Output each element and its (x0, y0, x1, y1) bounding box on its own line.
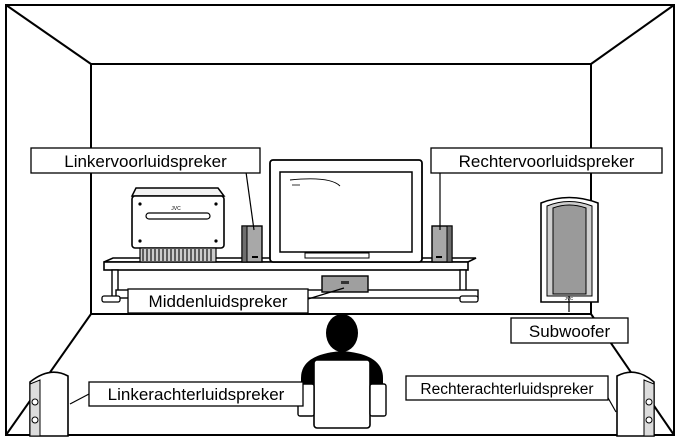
label-front-left-text: Linkervoorluidspreker (64, 152, 227, 171)
label-subwoofer: Subwoofer (510, 317, 629, 344)
label-center-text: Middenluidspreker (149, 292, 288, 311)
subwoofer-speaker: JVC (540, 196, 599, 303)
front-right-speaker (431, 225, 453, 263)
outer-frame (5, 4, 675, 436)
listener (297, 314, 387, 429)
label-rear-left: Linkerachterluidspreker (88, 381, 304, 407)
label-rear-left-text: Linkerachterluidspreker (108, 385, 285, 404)
television (269, 159, 423, 263)
back-wall (90, 63, 592, 315)
label-front-left: Linkervoorluidspreker (30, 147, 261, 174)
center-speaker (321, 275, 369, 293)
chair-back (313, 359, 371, 429)
label-subwoofer-text: Subwoofer (529, 322, 611, 341)
label-rear-right-text: Rechterachterluidspreker (420, 381, 593, 398)
label-front-right: Rechtervoorluidspreker (430, 147, 663, 174)
ceiling-edge-left (5, 4, 92, 65)
leader-lines (69, 171, 617, 413)
label-center: Middenluidspreker (127, 288, 309, 314)
receiver-logo: JVC (171, 206, 181, 212)
rear-right-speaker (616, 371, 655, 437)
chair-arm-right (369, 383, 387, 417)
front-left-speaker (241, 225, 263, 263)
label-front-right-text: Rechtervoorluidspreker (459, 152, 635, 171)
av-receiver: JVC (130, 187, 226, 263)
ceiling-edge-right (590, 4, 675, 65)
rear-left-speaker (29, 371, 69, 437)
label-rear-right: Rechterachterluidspreker (405, 375, 609, 401)
